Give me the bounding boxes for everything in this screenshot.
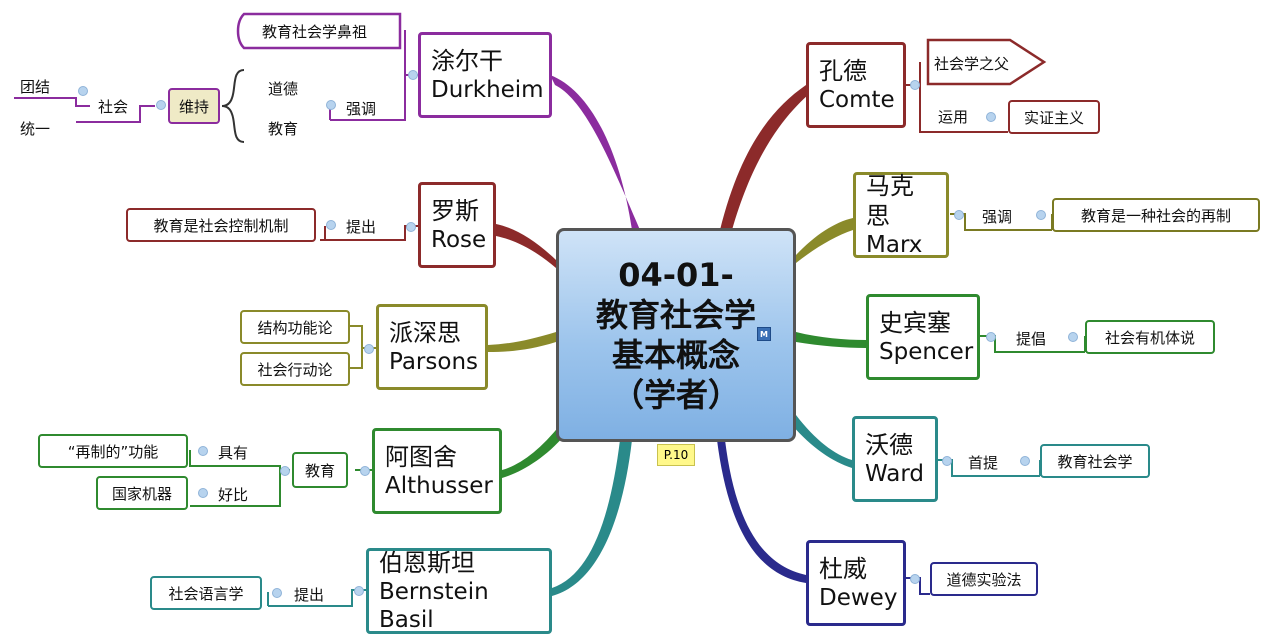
- page-ref-label[interactable]: P.10: [657, 444, 695, 466]
- branch-marx: [796, 218, 853, 263]
- althusser-function[interactable]: “再制的”功能: [38, 434, 188, 468]
- center-line-2: 教育社会学: [595, 296, 756, 334]
- bernstein-idea[interactable]: 社会语言学: [150, 576, 262, 610]
- durkheim-zh: 涂尔干: [431, 47, 503, 75]
- althusser-education[interactable]: 教育: [292, 452, 348, 488]
- comte-zh: 孔德: [819, 57, 867, 85]
- althusser-state[interactable]: 国家机器: [96, 476, 188, 510]
- althusser-zh: 阿图舍: [385, 443, 457, 471]
- dewey-zh: 杜威: [819, 555, 867, 583]
- spencer-advocate: 提倡: [1016, 330, 1047, 348]
- durkheim-maintain[interactable]: 维持: [168, 88, 220, 124]
- bernstein-propose: 提出: [294, 586, 325, 604]
- comte-apply: 运用: [938, 108, 969, 126]
- node-comte[interactable]: 孔德 Comte: [806, 42, 906, 128]
- dewey-idea[interactable]: 道德实验法: [930, 562, 1038, 596]
- node-spencer[interactable]: 史宾塞 Spencer: [866, 294, 980, 380]
- rose-zh: 罗斯: [431, 197, 479, 225]
- branch-althusser: [502, 425, 565, 478]
- durkheim-society: 社会: [98, 98, 129, 116]
- spencer-zh: 史宾塞: [879, 309, 951, 337]
- branch-bernstein: [552, 440, 632, 596]
- ward-en: Ward: [865, 461, 925, 487]
- marker-icon[interactable]: M: [757, 327, 771, 341]
- parsons-en: Parsons: [389, 349, 479, 375]
- spencer-en: Spencer: [879, 339, 974, 365]
- brace: [221, 69, 245, 143]
- althusser-en: Althusser: [385, 473, 493, 499]
- branch-comte: [720, 85, 808, 230]
- comte-idea[interactable]: 实证主义: [1008, 100, 1100, 134]
- branch-dewey: [717, 440, 806, 583]
- durkheim-en: Durkheim: [431, 77, 544, 103]
- bernstein-zh: 伯恩斯坦: [379, 549, 475, 577]
- node-marx[interactable]: 马克思 Marx: [853, 172, 949, 258]
- node-althusser[interactable]: 阿图舍 Althusser: [372, 428, 502, 514]
- marx-zh: 马克思: [866, 172, 914, 230]
- node-dewey[interactable]: 杜威 Dewey: [806, 540, 906, 626]
- marx-en: Marx: [866, 232, 923, 258]
- node-parsons[interactable]: 派深思 Parsons: [376, 304, 488, 390]
- ward-zh: 沃德: [865, 431, 913, 459]
- spencer-idea[interactable]: 社会有机体说: [1085, 320, 1215, 354]
- rose-idea[interactable]: 教育是社会控制机制: [126, 208, 316, 242]
- althusser-has: 具有: [218, 444, 249, 462]
- branch-parsons: [488, 332, 556, 352]
- center-line-3: 基本概念: [611, 336, 740, 374]
- durkheim-unify: 统一: [20, 120, 51, 138]
- node-ward[interactable]: 沃德 Ward: [852, 416, 938, 502]
- ward-idea[interactable]: 教育社会学: [1040, 444, 1150, 478]
- durkheim-education: 教育: [268, 120, 299, 138]
- durkheim-title: 教育社会学鼻祖: [262, 23, 368, 41]
- ward-first: 首提: [968, 454, 999, 472]
- center-line-4: （学者）: [611, 376, 740, 414]
- center-topic[interactable]: 04-01- 教育社会学 基本概念 （学者）: [556, 228, 796, 442]
- rose-en: Rose: [431, 227, 487, 253]
- callout-shape-comte-title: [926, 38, 1047, 86]
- callout-shape-durkheim-title: [236, 12, 402, 50]
- comte-en: Comte: [819, 87, 895, 113]
- branch-spencer: [796, 332, 866, 348]
- marx-emphasis: 强调: [982, 208, 1013, 226]
- node-bernstein[interactable]: 伯恩斯坦 Bernstein Basil: [366, 548, 552, 634]
- durkheim-moral: 道德: [268, 80, 299, 98]
- durkheim-unity: 团结: [20, 78, 51, 96]
- durkheim-emphasis: 强调: [346, 100, 377, 118]
- branch-rose: [496, 224, 556, 268]
- branch-ward: [792, 415, 852, 468]
- node-durkheim[interactable]: 涂尔干 Durkheim: [418, 32, 552, 118]
- node-rose[interactable]: 罗斯 Rose: [418, 182, 496, 268]
- comte-title: 社会学之父: [934, 55, 1010, 73]
- dewey-en: Dewey: [819, 585, 898, 611]
- parsons-theory-2[interactable]: 社会行动论: [240, 352, 350, 386]
- branch-durkheim: [550, 75, 640, 230]
- bernstein-en: Bernstein Basil: [379, 579, 489, 633]
- center-line-1: 04-01-: [618, 256, 734, 294]
- parsons-zh: 派深思: [389, 319, 461, 347]
- parsons-theory-1[interactable]: 结构功能论: [240, 310, 350, 344]
- rose-propose: 提出: [346, 218, 377, 236]
- althusser-like: 好比: [218, 486, 249, 504]
- marx-idea[interactable]: 教育是一种社会的再制: [1052, 198, 1260, 232]
